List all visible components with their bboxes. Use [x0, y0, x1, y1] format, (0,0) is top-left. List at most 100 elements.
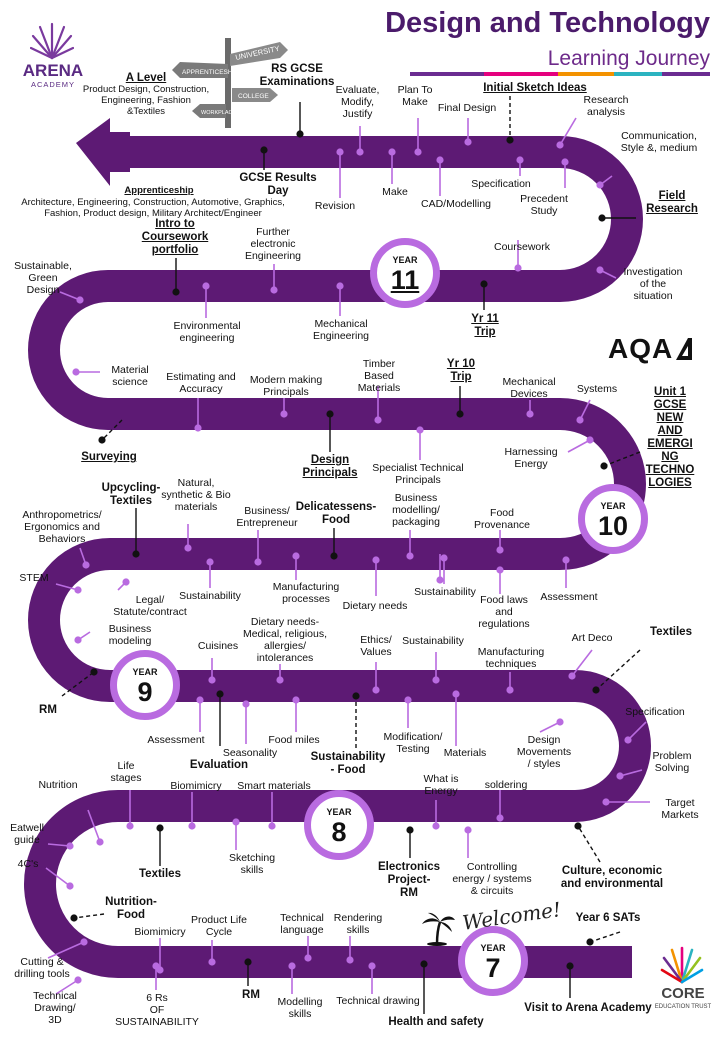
topic-dot	[496, 546, 504, 554]
topic-label: Sustainability	[179, 590, 241, 602]
connector-line	[567, 439, 591, 453]
topic-label: Yr 11 Trip	[471, 313, 499, 338]
topic-label: Biomimicry	[170, 780, 222, 792]
topic-label: Systems	[576, 383, 618, 395]
topic-label: Target Markets	[661, 797, 699, 821]
connector-line	[47, 843, 71, 847]
topic-label: Eatwell guide	[10, 822, 44, 846]
topic-dot	[561, 158, 569, 166]
topic-dot	[372, 686, 380, 694]
topic-label: Intro to Coursework portfolio	[141, 218, 209, 256]
signpost-icon: UNIVERSITY APPRENTICESHIP COLLEGE WORKPL…	[172, 38, 288, 128]
topic-label: Mechanical Devices	[502, 376, 556, 400]
topic-dot	[346, 956, 354, 964]
key-dot	[216, 690, 224, 698]
year-8-word: YEAR	[326, 807, 352, 817]
topic-label: Ethics/ Values	[360, 634, 392, 658]
topic-dot	[414, 148, 422, 156]
topic-dot	[556, 141, 564, 149]
page-subtitle: Learning Journey	[547, 47, 710, 70]
topic-label: Problem Solving	[652, 750, 692, 774]
topic-dot	[82, 561, 90, 569]
key-dot	[132, 550, 140, 558]
topic-label: Controlling energy / systems & circuits	[452, 861, 532, 897]
key-dot	[566, 962, 574, 970]
topic-label: Assessment	[147, 734, 205, 746]
topic-label: Modification/ Testing	[383, 731, 443, 755]
topic-label: GCSE Results Day	[239, 172, 317, 197]
topic-label: Visit to Arena Academy	[524, 1002, 652, 1014]
topic-label: Technical language	[280, 912, 324, 936]
topic-dot	[336, 148, 344, 156]
topic-dot	[432, 822, 440, 830]
topic-label: Research analysis	[583, 94, 629, 118]
key-dot	[406, 826, 414, 834]
topic-label: Materials	[443, 747, 487, 759]
topic-label: Health and safety	[388, 1016, 484, 1028]
connector-line	[589, 931, 621, 943]
topic-label: Architecture, Engineering, Construction,…	[21, 197, 285, 219]
topic-dot	[336, 282, 344, 290]
connector-line	[55, 583, 79, 591]
topic-dot	[602, 798, 610, 806]
topic-label: Upcycling- Textiles	[101, 482, 161, 507]
topic-dot	[152, 962, 160, 970]
topic-dot	[304, 954, 312, 962]
year-7-word: YEAR	[480, 943, 506, 953]
topic-label: Precedent Study	[520, 193, 568, 217]
signpost-apprenticeship: APPRENTICESHIP	[182, 69, 239, 76]
arena-burst-icon	[30, 22, 74, 60]
year-9-word: YEAR	[132, 667, 158, 677]
topic-label: Revision	[314, 200, 356, 212]
topic-label: STEM	[19, 572, 49, 584]
topic-dot	[196, 696, 204, 704]
topic-label: Business modeling	[108, 623, 152, 647]
aqa-logo: AQA	[608, 332, 698, 366]
connector-line	[579, 399, 591, 421]
topic-dot	[368, 962, 376, 970]
topic-label: Business modelling/ packaging	[392, 492, 440, 528]
topic-label: 4C's	[17, 858, 39, 870]
topic-label: Delicatessens- Food	[295, 501, 377, 526]
aqa-slash-icon	[676, 338, 692, 360]
topic-dot	[596, 266, 604, 274]
topic-dot	[406, 552, 414, 560]
year-10-number: 10	[597, 511, 629, 541]
topic-label: Manufacturing techniques	[477, 646, 545, 670]
key-dot	[456, 410, 464, 418]
topic-dot	[96, 838, 104, 846]
topic-label: Sketching skills	[228, 852, 276, 876]
key-dot	[592, 686, 600, 694]
topic-label: Textiles	[139, 868, 181, 880]
topic-dot	[270, 286, 278, 294]
topic-label: Sustainable, Green Design	[14, 260, 72, 296]
topic-dot	[576, 416, 584, 424]
topic-dot	[208, 676, 216, 684]
topic-label: Mechanical Engineering	[312, 318, 370, 342]
connector-line	[45, 867, 71, 887]
key-dot	[156, 824, 164, 832]
topic-label: Evaluate, Modify, Justify	[335, 84, 380, 120]
year-9-badge: YEAR 9	[110, 650, 180, 720]
topic-label: Food miles	[268, 734, 320, 746]
topic-label: Unit 1 GCSE NEW AND EMERGI NG TECHNO LOG…	[645, 386, 695, 489]
topic-label: Specification	[471, 178, 531, 190]
key-dot	[330, 552, 338, 560]
key-dot	[506, 136, 514, 144]
topic-label: Plan To Make	[397, 84, 433, 108]
key-dot	[586, 938, 594, 946]
topic-label: Coursework	[493, 241, 551, 253]
road-arrow-join	[96, 136, 116, 168]
year-11-number: 11	[390, 265, 420, 295]
topic-label: Modern making Principals	[249, 374, 323, 398]
topic-dot	[208, 958, 216, 966]
year-10-badge: YEAR 10	[578, 484, 648, 554]
topic-dot	[232, 818, 240, 826]
stripe-segment	[614, 72, 662, 76]
topic-label: Legal/ Statute/contract	[113, 594, 187, 618]
topic-label: Food laws and regulations	[478, 594, 530, 630]
topic-label: Sustainability - Food	[310, 751, 386, 776]
topic-label: Product Design, Construction, Engineerin…	[82, 84, 210, 117]
